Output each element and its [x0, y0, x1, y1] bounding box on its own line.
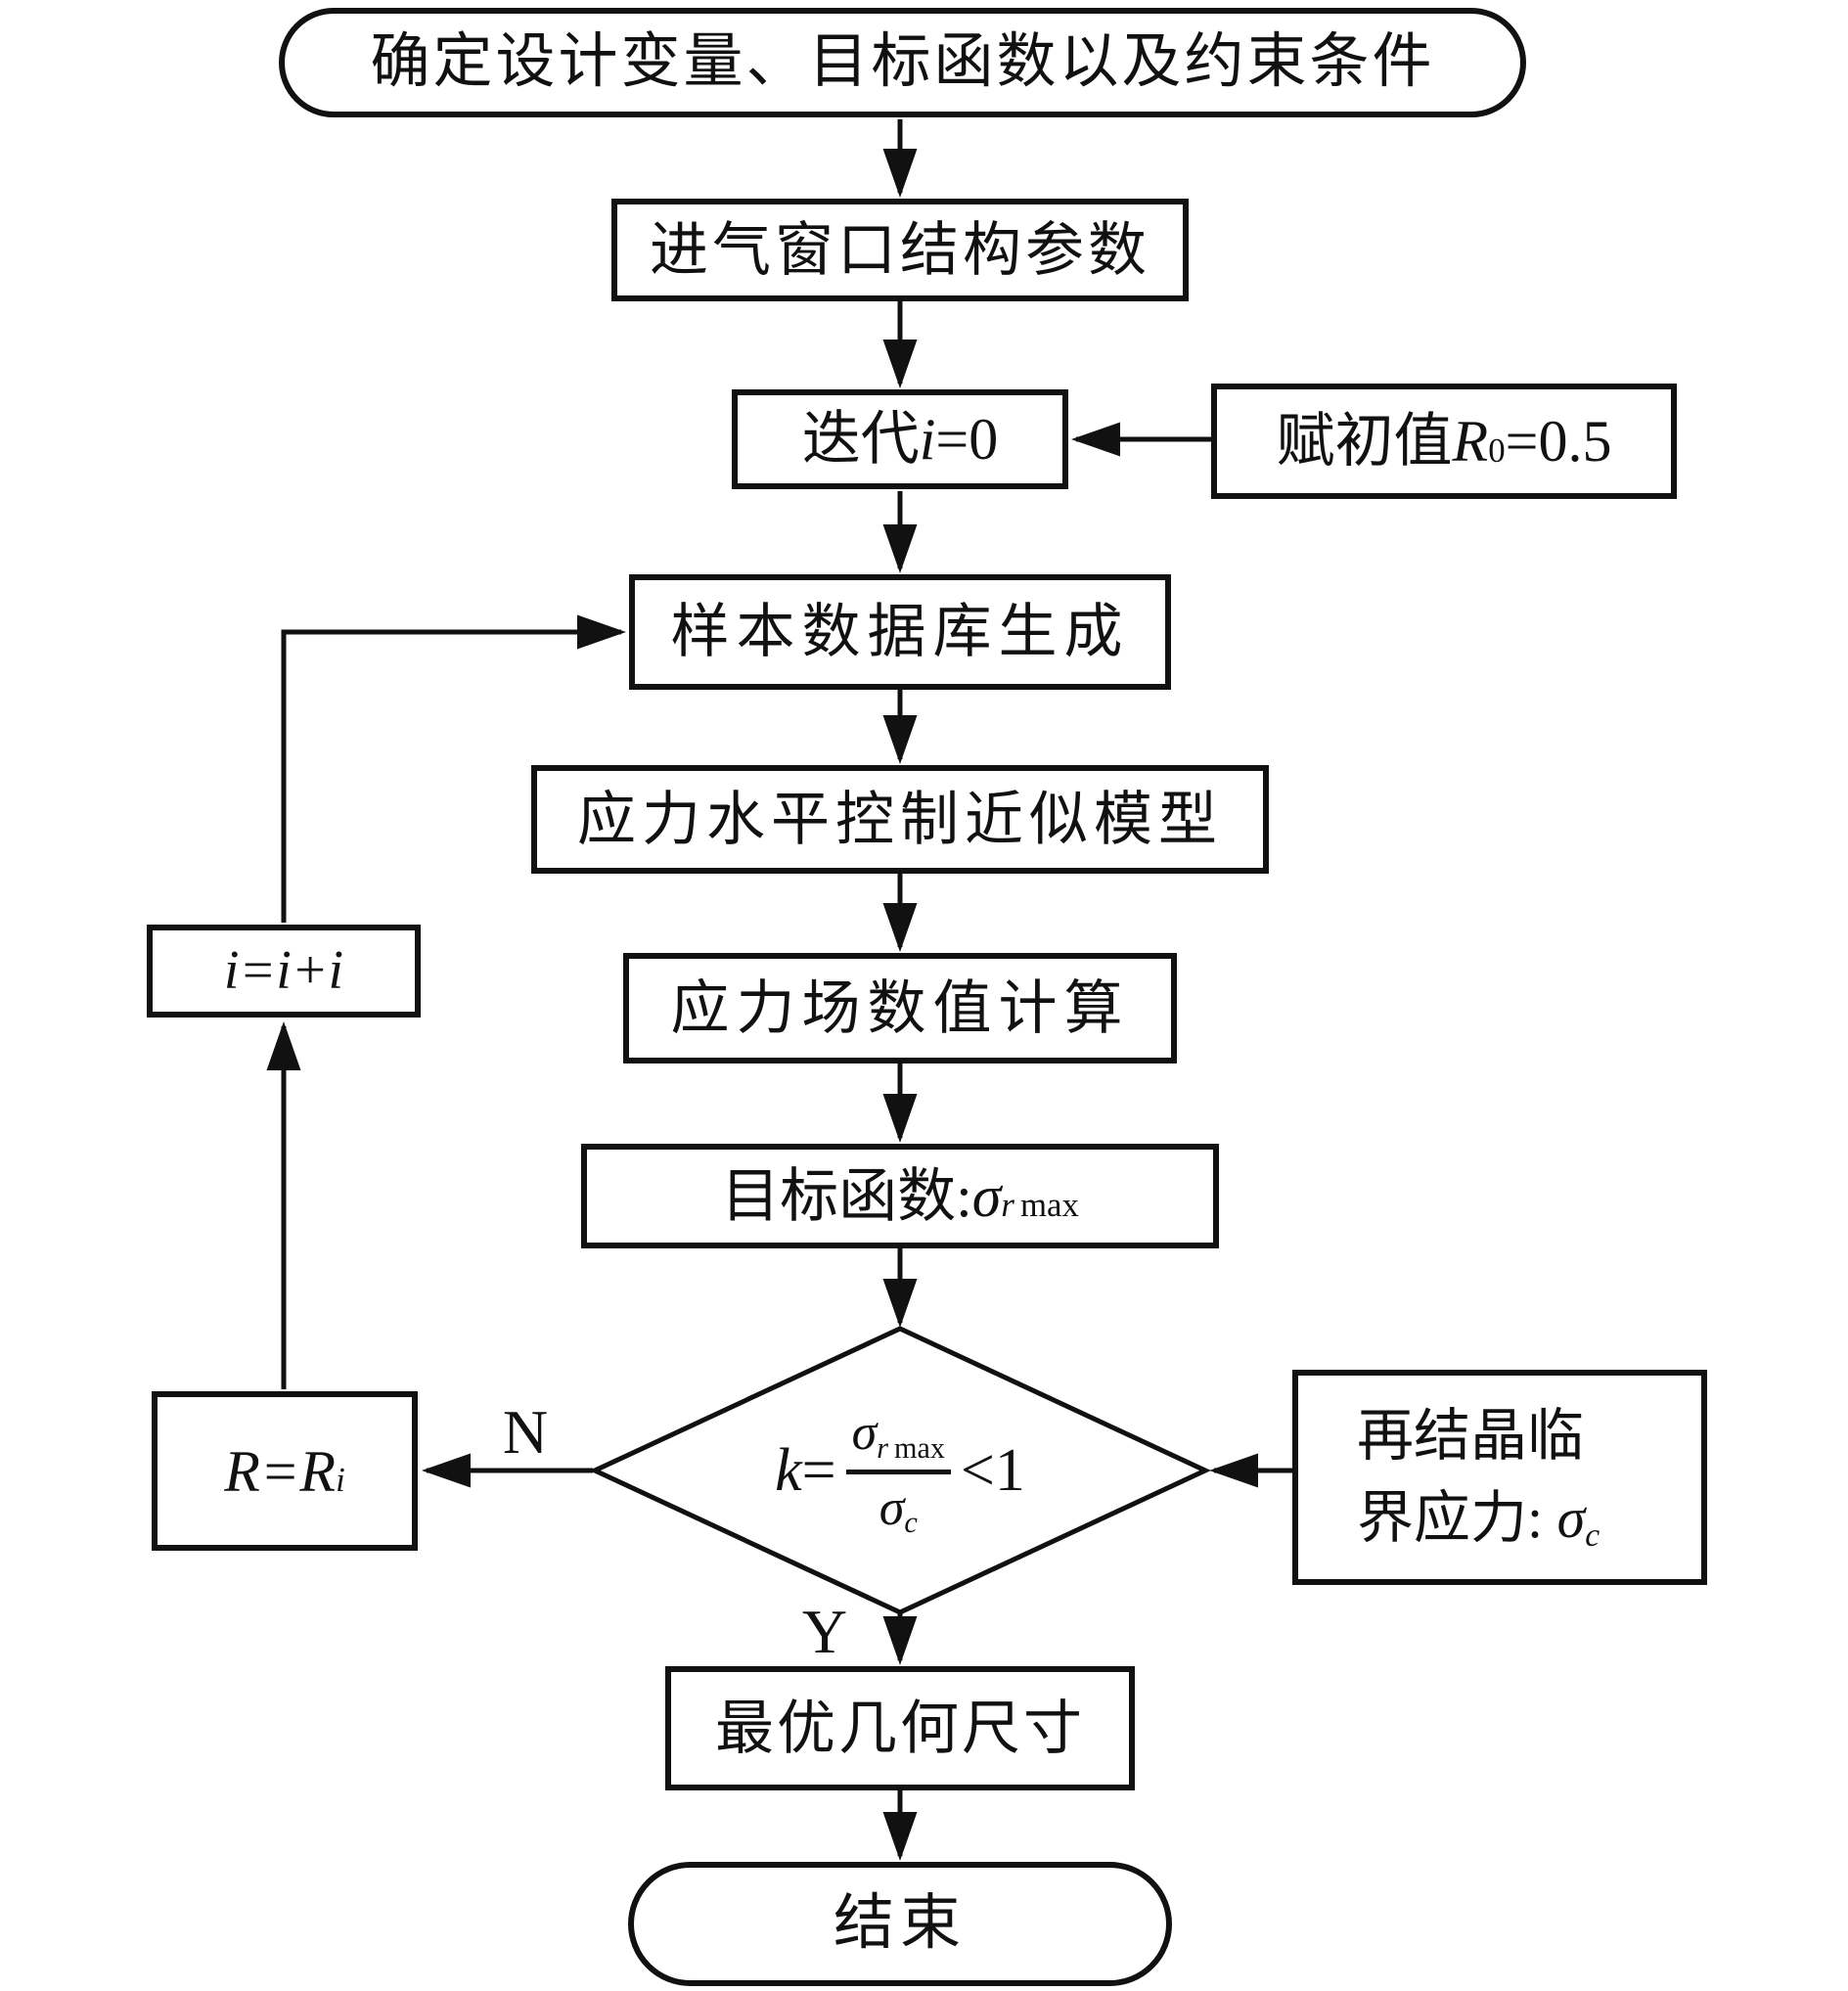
critical-line2: 界应力: σc — [1357, 1477, 1600, 1560]
branch-yes-text: Y — [801, 1597, 848, 1666]
node-inlet-window-params: 进气窗口结构参数 — [611, 199, 1189, 301]
start-label: 确定设计变量、目标函数以及约束条件 — [370, 29, 1435, 96]
init-subscript: 0 — [1488, 430, 1506, 470]
critical-sub-c: c — [1585, 1517, 1600, 1555]
numerator-sub-r: r — [877, 1430, 888, 1465]
optimal-label: 最优几何尺寸 — [715, 1696, 1085, 1761]
node-start: 确定设计变量、目标函数以及约束条件 — [279, 8, 1526, 117]
sample-label: 样本数据库生成 — [670, 600, 1130, 664]
connector-increment-to-sample — [281, 614, 626, 923]
fraction-denominator: σc — [874, 1474, 924, 1539]
node-recrystallization-critical-stress: 再结晶临 界应力: σc — [1292, 1370, 1707, 1585]
node-stress-field-calc: 应力场数值计算 — [623, 953, 1177, 1063]
objective-prefix: 目标函数: — [721, 1163, 972, 1229]
node-sample-database: 样本数据库生成 — [629, 574, 1171, 690]
critical-line1: 再结晶临 — [1357, 1403, 1585, 1468]
init-prefix: 赋初值 — [1276, 409, 1453, 474]
params-label: 进气窗口结构参数 — [650, 217, 1150, 283]
decision-compare: <1 — [960, 1436, 1025, 1504]
iter-variable: i — [919, 407, 936, 472]
branch-label-yes: Y — [786, 1597, 864, 1667]
iter-prefix: 迭代 — [801, 407, 920, 472]
numerator-sigma: σ — [851, 1405, 878, 1462]
iter-eq: =0 — [935, 407, 999, 472]
branch-no-text: N — [502, 1397, 549, 1467]
approx-label: 应力水平控制近似模型 — [577, 787, 1223, 852]
objective-sub-max: max — [1019, 1186, 1079, 1225]
branch-label-no: N — [486, 1397, 564, 1468]
numerator-sub-max: max — [894, 1430, 945, 1465]
assign-text: R=R — [224, 1438, 337, 1504]
node-increment-iteration: i=i+i — [147, 925, 421, 1018]
critical-line2-text: 界应力: — [1357, 1486, 1557, 1550]
denominator-sigma: σ — [879, 1479, 905, 1536]
node-optimal-geometry: 最优几何尺寸 — [665, 1666, 1135, 1790]
increment-text: i=i+i — [223, 939, 344, 1001]
end-label: 结束 — [833, 1890, 967, 1958]
init-eq: =0.5 — [1505, 409, 1612, 474]
critical-sigma: σ — [1556, 1486, 1586, 1550]
decision-eq: = — [801, 1436, 836, 1504]
node-end: 结束 — [628, 1862, 1172, 1986]
init-variable: R — [1452, 409, 1489, 474]
denominator-sub-c: c — [904, 1505, 918, 1539]
assign-subscript: i — [336, 1461, 345, 1500]
node-approx-model: 应力水平控制近似模型 — [531, 765, 1269, 874]
stress-label: 应力场数值计算 — [670, 975, 1130, 1041]
decision-k: k — [775, 1436, 802, 1504]
objective-sub-r: r — [1001, 1186, 1014, 1225]
objective-sigma: σ — [971, 1163, 1002, 1229]
